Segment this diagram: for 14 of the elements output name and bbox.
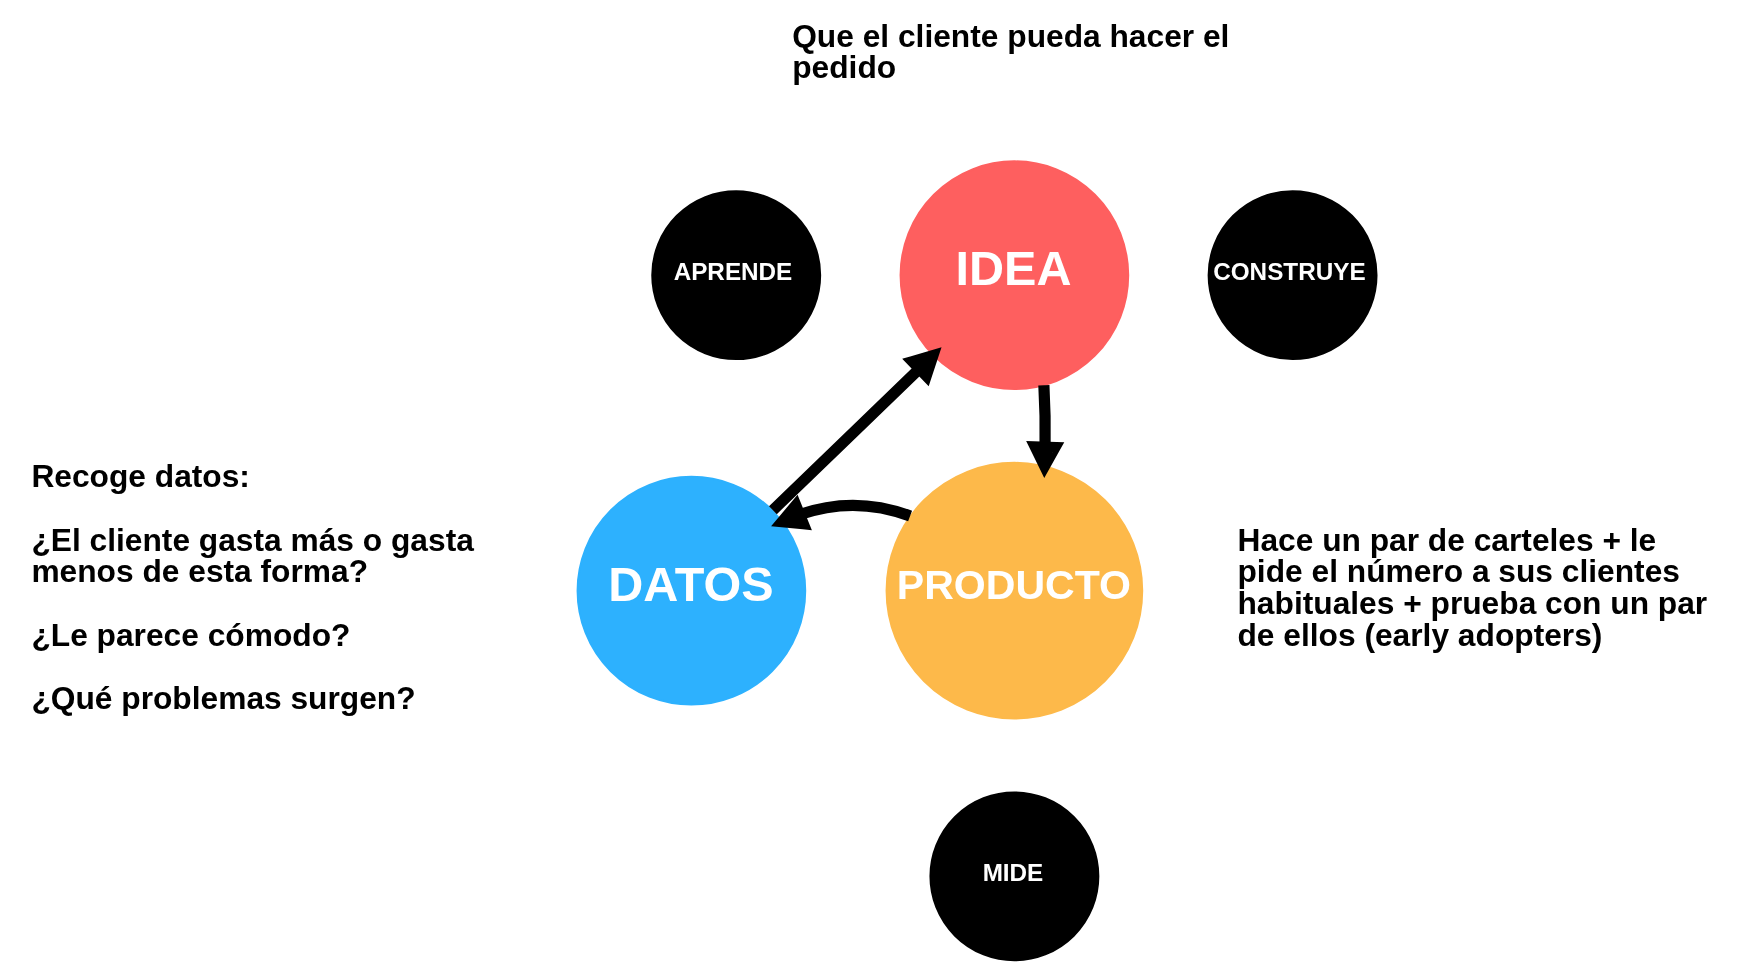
node-circle: CONSTRUYE [1207, 190, 1378, 361]
node-label: Hace un par de carteles + le pide el número a sus clientes habituales + prueba con un par de ellos (early adopters) [1237, 521, 1707, 653]
node-circle: DATOS [576, 475, 806, 706]
arrow [770, 494, 912, 531]
node-circle: APRENDE [650, 190, 821, 361]
node-circle: PRODUCTO [885, 461, 1143, 720]
node-circle: MIDE [928, 791, 1099, 962]
node-label: ¿Le parece cómodo? [30, 616, 350, 653]
arrow [1025, 384, 1064, 478]
node-label: ¿El cliente gasta más o gasta menos de esta forma? [30, 521, 474, 590]
node-label: Recoge datos: [30, 458, 250, 495]
node-label: Que el cliente pueda hacer el pedido [791, 17, 1229, 86]
arrow [768, 347, 942, 515]
node-label: ¿Qué problemas surgen? [30, 680, 416, 717]
